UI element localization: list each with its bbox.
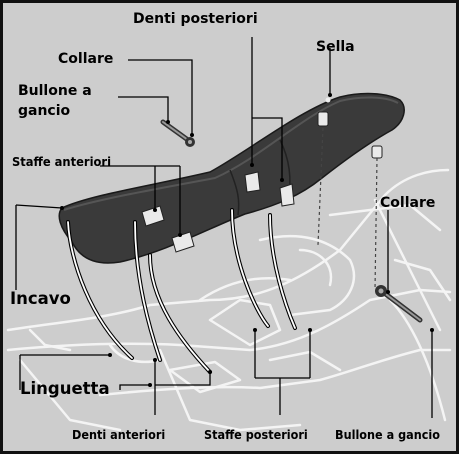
label-bullone-a-gancio-left-line2: gancio bbox=[18, 104, 70, 119]
label-staffe-posteriori: Staffe posteriori bbox=[204, 428, 308, 441]
label-linguetta: Linguetta bbox=[20, 380, 110, 397]
label-denti-anteriori: Denti anteriori bbox=[72, 428, 165, 441]
label-sella: Sella bbox=[316, 40, 355, 55]
label-collare-right: Collare bbox=[380, 196, 435, 211]
label-incavo: Incavo bbox=[10, 290, 71, 307]
label-bullone-a-gancio-bottom: Bullone a gancio bbox=[335, 428, 440, 441]
label-collare-top: Collare bbox=[58, 52, 113, 67]
label-staffe-anteriori: Staffe anteriori bbox=[12, 155, 111, 168]
label-bullone-a-gancio-left-line1: Bullone a bbox=[18, 84, 92, 99]
label-denti-posteriori: Denti posteriori bbox=[133, 12, 258, 27]
